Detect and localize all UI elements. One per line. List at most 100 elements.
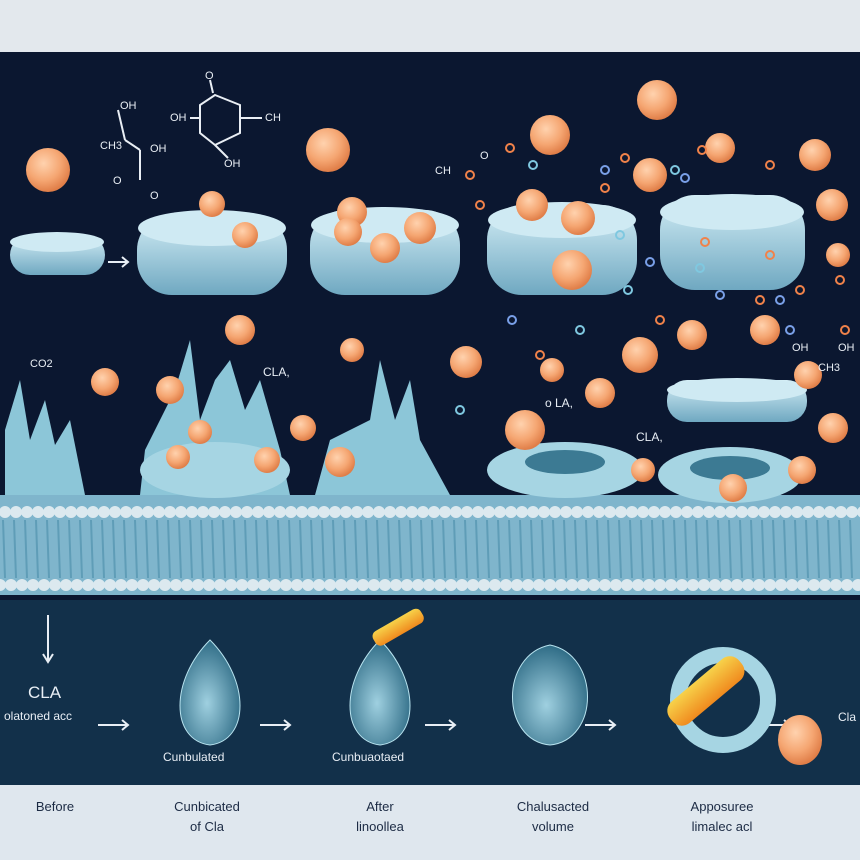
arrow-head	[608, 719, 617, 731]
lipid-head	[852, 579, 860, 591]
lipid-head	[456, 579, 468, 591]
fat-cell	[91, 368, 119, 396]
lipid-head	[252, 506, 264, 518]
lipid-tail	[145, 519, 149, 579]
lipid-head	[615, 506, 627, 518]
lipid-head	[819, 579, 831, 591]
molecule-dot	[623, 285, 633, 295]
lipid-head	[192, 579, 204, 591]
lipid-head	[714, 506, 726, 518]
lipid-tail	[288, 519, 292, 579]
lipid-head	[373, 506, 385, 518]
arrow-head	[283, 719, 292, 731]
fat-cell	[306, 128, 350, 172]
lipid-head	[621, 579, 633, 591]
molecule-dot	[680, 173, 690, 183]
lipid-tail	[24, 519, 28, 579]
lipid-head	[538, 506, 550, 518]
lipid-head	[797, 579, 809, 591]
lipid-tail	[838, 519, 842, 579]
fat-cells	[26, 80, 850, 502]
lipid-tail	[46, 519, 50, 579]
lipid-head	[153, 506, 165, 518]
fat-cell	[826, 243, 850, 267]
lipid-head	[175, 506, 187, 518]
lipid-head	[637, 506, 649, 518]
lipid-head	[357, 579, 369, 591]
lipid-tail	[90, 519, 94, 579]
caption-line: volume	[532, 819, 574, 834]
molecule-dot	[600, 165, 610, 175]
lipid-head	[626, 506, 638, 518]
arrow-head	[121, 719, 130, 731]
lipid-head	[472, 506, 484, 518]
lipid-head	[104, 579, 116, 591]
caption-before: Before	[0, 797, 125, 817]
fat-cell	[631, 458, 655, 482]
lipid-head	[324, 579, 336, 591]
fat-cell	[340, 338, 364, 362]
lipid-tail	[783, 519, 787, 579]
molecule-dot	[465, 170, 475, 180]
fat-cell	[750, 315, 780, 345]
lipid-head	[725, 506, 737, 518]
fat-cell	[505, 410, 545, 450]
lipid-head	[54, 506, 66, 518]
chem-label: CH	[265, 112, 281, 124]
lipid-tail	[156, 519, 160, 579]
lipid-head	[494, 506, 506, 518]
lipid-tail	[134, 519, 138, 579]
end-label: Cla	[838, 710, 857, 724]
lipid-tail	[662, 519, 666, 579]
lipid-head	[681, 506, 693, 518]
lipid-tail	[805, 519, 809, 579]
lipid-head	[758, 506, 770, 518]
lipid-head	[659, 506, 671, 518]
fat-cell	[552, 250, 592, 290]
lipid-tail	[673, 519, 677, 579]
fat-cell	[818, 413, 848, 443]
lipid-head	[384, 506, 396, 518]
lipid-head	[813, 506, 825, 518]
lipid-head	[439, 506, 451, 518]
lipid-head	[258, 579, 270, 591]
lipid-head	[280, 579, 292, 591]
molecule-dot	[475, 200, 485, 210]
lipid-head	[230, 506, 242, 518]
lipid-head	[120, 506, 132, 518]
top-band	[0, 0, 860, 52]
fat-cell	[677, 320, 707, 350]
fat-cell	[705, 133, 735, 163]
lipid-head	[434, 579, 446, 591]
molecule-tag: o LA,	[545, 396, 574, 410]
chem-label: CH3	[818, 362, 841, 374]
molecule-dot	[620, 153, 630, 163]
lipid-head	[82, 579, 94, 591]
lipid-head	[406, 506, 418, 518]
caption-line: Before	[35, 799, 75, 814]
lipid-head	[329, 506, 341, 518]
lipid-tail	[607, 519, 611, 579]
lipid-head	[395, 506, 407, 518]
lipid-head	[527, 506, 539, 518]
lipid-head	[115, 579, 127, 591]
molecule-dot	[645, 257, 655, 267]
lipid-head	[0, 579, 6, 591]
lipid-head	[368, 579, 380, 591]
lipid-head	[505, 506, 517, 518]
chem-label: OH	[120, 100, 137, 112]
molecule-dot	[795, 285, 805, 295]
fat-cell	[622, 337, 658, 373]
lipid-head	[335, 579, 347, 591]
lipid-head	[461, 506, 473, 518]
fat-cell	[26, 148, 70, 192]
lipid-head	[692, 506, 704, 518]
fat-cell	[450, 346, 482, 378]
lipid-head	[225, 579, 237, 591]
lipid-tail	[629, 519, 633, 579]
lipid-head	[599, 579, 611, 591]
lipid-head	[142, 506, 154, 518]
fat-cell	[788, 456, 816, 484]
